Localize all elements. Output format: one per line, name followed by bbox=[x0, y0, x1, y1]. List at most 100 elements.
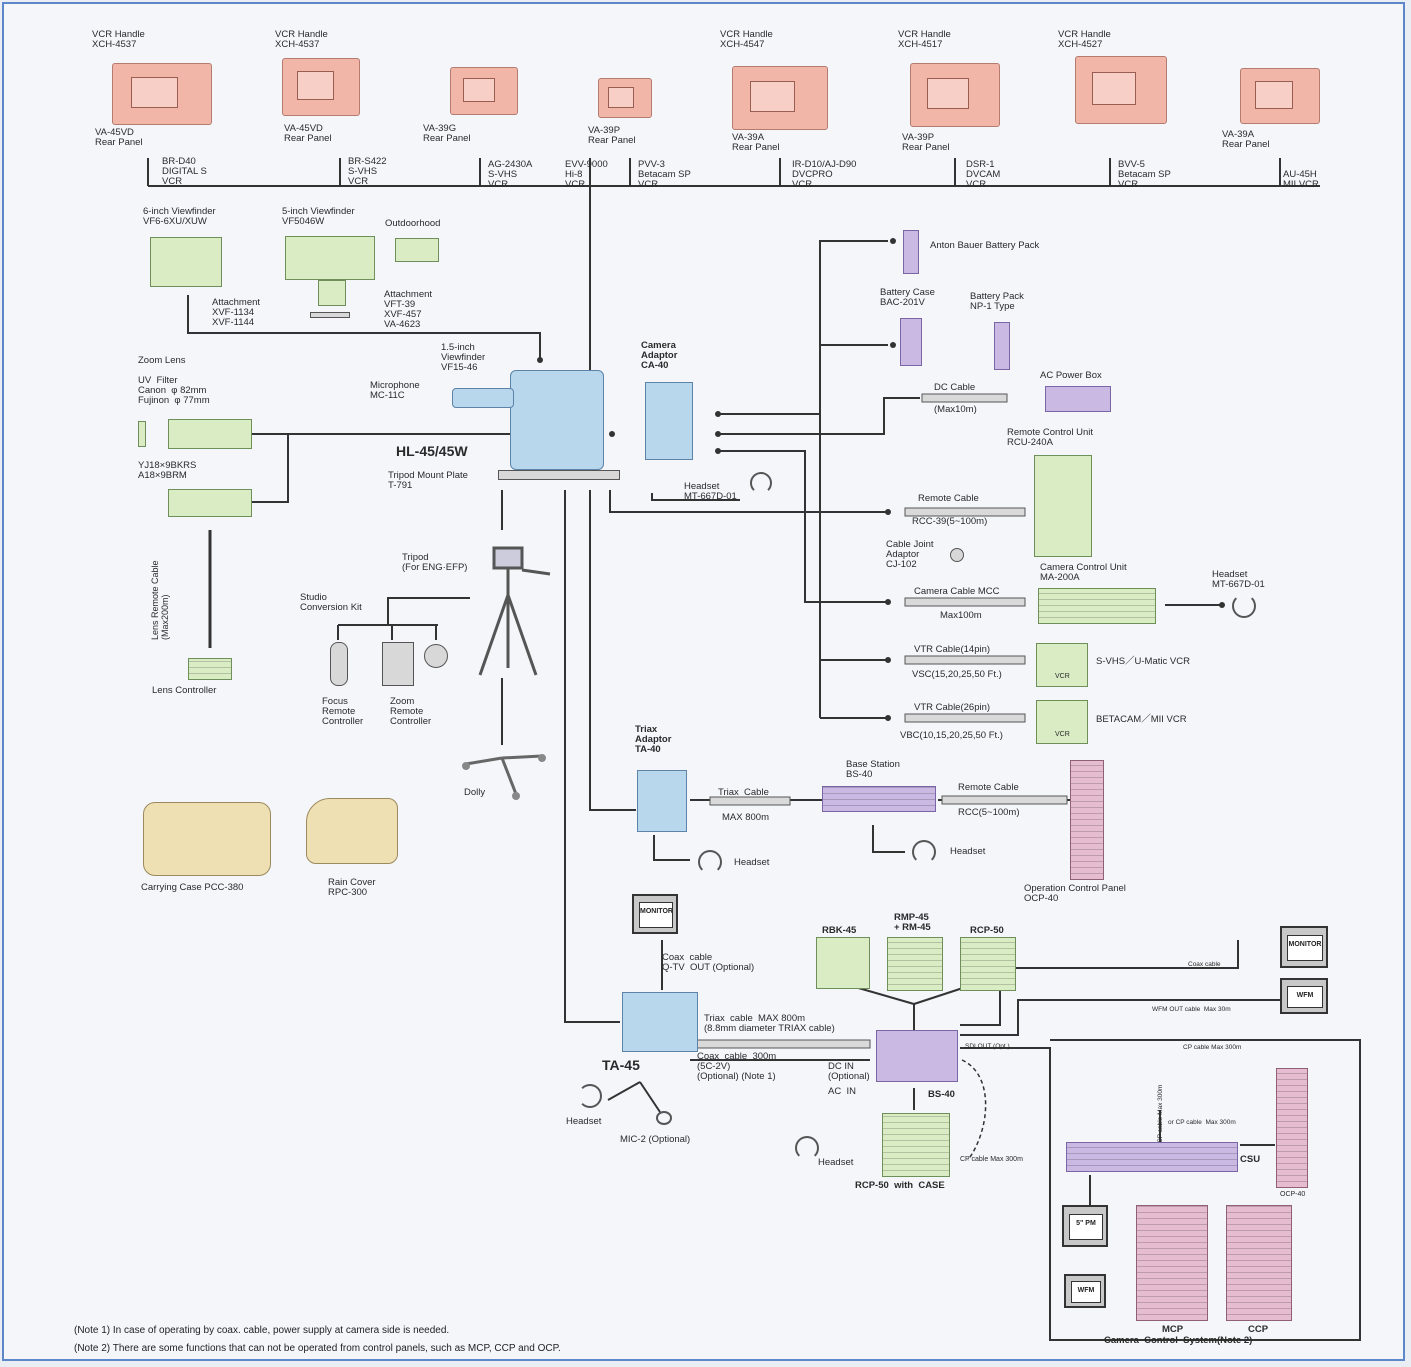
carrying-case-device bbox=[143, 802, 271, 876]
ccu-device bbox=[1038, 588, 1156, 624]
vcr-model-1: BR-D40 DIGITAL S VCR bbox=[162, 156, 207, 187]
hl45-camera-body bbox=[510, 370, 604, 470]
rmp-label: RMP-45 + RM-45 bbox=[894, 912, 931, 933]
vcr-model-5: PVV-3 Betacam SP VCR bbox=[638, 159, 691, 190]
ta40-headset-icon bbox=[698, 850, 722, 874]
focus-controller-device bbox=[330, 642, 348, 686]
ta40-headset-label: Headset bbox=[734, 857, 770, 868]
battery-pack-label: Battery Pack NP-1 Type bbox=[970, 291, 1024, 312]
rear-panel-label-2: VA-45VD Rear Panel bbox=[284, 123, 332, 144]
vcr-handle-device-1 bbox=[112, 63, 212, 125]
vcr-handle-label-2: VCR Handle XCH-4537 bbox=[275, 29, 328, 50]
ccp-device bbox=[1226, 1205, 1292, 1321]
ta45-triax-label: Triax cable MAX 800m (8.8mm diameter TRI… bbox=[704, 1013, 835, 1034]
bs40-headset-icon bbox=[795, 1136, 819, 1160]
q-tv-monitor: MONITOR bbox=[632, 894, 678, 934]
rcp50-device bbox=[960, 937, 1016, 991]
ccu-headset-icon bbox=[1232, 594, 1256, 618]
note-2: (Note 2) There are some functions that c… bbox=[74, 1343, 561, 1354]
camera-cable-label: Camera Cable MCC bbox=[914, 586, 1000, 597]
mcp-label: MCP bbox=[1162, 1324, 1184, 1335]
ccp-label: CCP bbox=[1248, 1324, 1269, 1335]
ta45-headset-label: Headset bbox=[566, 1116, 602, 1127]
ccs-label: Camera Control System(Note 2) bbox=[1104, 1335, 1253, 1346]
triax-cable-label: Triax Cable bbox=[718, 787, 769, 798]
ac-power-device bbox=[1045, 386, 1111, 412]
mic2-label: MIC-2 (Optional) bbox=[620, 1134, 691, 1145]
ta40-title: Triax Adaptor TA-40 bbox=[635, 724, 672, 755]
zoom-controller-label: Zoom Remote Controller bbox=[390, 696, 432, 727]
rcp-case-device bbox=[882, 1113, 950, 1177]
vcr-model-4: EVV-9000 Hi-8 VCR bbox=[565, 159, 608, 190]
outdoorhood-device bbox=[395, 238, 439, 262]
vtr26-label: VTR Cable(26pin) bbox=[914, 702, 991, 713]
ccu-label: Camera Control Unit MA-200A bbox=[1040, 562, 1127, 583]
vcr-model-9: AU-45H MII VCR bbox=[1283, 169, 1319, 190]
cp-max-label: CP cable Max 300m bbox=[1183, 1044, 1242, 1051]
top-right-wfm: WFM bbox=[1280, 978, 1328, 1014]
vf15-device bbox=[452, 388, 514, 408]
ca40-title: Camera Adaptor CA-40 bbox=[641, 340, 678, 371]
zoom-lens-device-1 bbox=[168, 419, 252, 449]
csu-label: CSU bbox=[1240, 1154, 1261, 1165]
ocp-label: Operation Control Panel OCP-40 bbox=[1024, 883, 1126, 904]
tripod-plate-label: Tripod Mount Plate T-791 bbox=[388, 470, 468, 491]
note-1: (Note 1) In case of operating by coax. c… bbox=[74, 1325, 450, 1336]
rear-panel-label-5: VA-39A Rear Panel bbox=[732, 132, 780, 153]
ocp40-device bbox=[1276, 1068, 1308, 1188]
zoom-controller-device bbox=[382, 642, 414, 686]
vf5-stand bbox=[318, 280, 346, 306]
vcr-model-3: AG-2430A S-VHS VCR bbox=[488, 159, 533, 190]
vbc-label: VBC(10,15,20,25,50 Ft.) bbox=[900, 730, 1003, 741]
mic2-icon bbox=[656, 1111, 672, 1125]
pm-monitor-label: 5" PM bbox=[1069, 1213, 1103, 1241]
lens-models-label: YJ18×9BKRS A18×9BRM bbox=[138, 460, 197, 481]
wfm-small-label: WFM OUT cable Max 30m bbox=[1152, 1006, 1231, 1013]
cp-cable-label: CP cable Max 300m bbox=[960, 1156, 1023, 1163]
dc-cable-label: DC Cable bbox=[934, 382, 976, 393]
top-right-monitor: MONITOR bbox=[1280, 926, 1328, 968]
zoom-knob-device bbox=[424, 644, 448, 668]
svhs-vcr-tag: VCR bbox=[1055, 673, 1070, 680]
camera-cable-max-label: Max100m bbox=[940, 610, 982, 621]
vcr-handle-label-6: VCR Handle XCH-4517 bbox=[898, 29, 951, 50]
lens-remote-cable-label: Lens Remote Cable (Max200m) bbox=[150, 560, 170, 640]
top-right-monitor-label: MONITOR bbox=[1287, 934, 1323, 962]
vcr-model-8: BVV-5 Betacam SP VCR bbox=[1118, 159, 1171, 190]
anton-battery-device bbox=[903, 230, 919, 274]
vcr-handle-label-5: VCR Handle XCH-4547 bbox=[720, 29, 773, 50]
svhs-label: S-VHS／U-Matic VCR bbox=[1096, 656, 1190, 667]
ccu-headset-label: Headset MT-667D-01 bbox=[1212, 569, 1265, 590]
attachment-left-label: Attachment XVF-1134 XVF-1144 bbox=[212, 297, 261, 328]
csu-device bbox=[1066, 1142, 1238, 1172]
lens-controller-device bbox=[188, 658, 232, 680]
rbk-label: RBK-45 bbox=[822, 925, 857, 936]
battery-case-device bbox=[900, 318, 922, 366]
ocp-device bbox=[1070, 760, 1104, 880]
cable-joint-device bbox=[950, 548, 964, 562]
ta45-dc-in-label: DC IN (Optional) bbox=[828, 1061, 870, 1082]
vf15-label: 1.5-inch Viewfinder VF15-46 bbox=[441, 342, 486, 373]
ac-power-label: AC Power Box bbox=[1040, 370, 1102, 381]
microphone-label: Microphone MC-11C bbox=[370, 380, 420, 401]
betacam-vcr-device bbox=[1036, 700, 1088, 744]
rcc-label: RCC-39(5~100m) bbox=[912, 516, 988, 527]
battery-pack-device bbox=[994, 322, 1010, 370]
pm-monitor: 5" PM bbox=[1062, 1205, 1108, 1247]
svhs-vcr-device bbox=[1036, 643, 1088, 687]
rear-panel-label-1: VA-45VD Rear Panel bbox=[95, 127, 143, 148]
focus-controller-label: Focus Remote Controller bbox=[322, 696, 364, 727]
uv-filter-device bbox=[138, 421, 146, 447]
anton-battery-label: Anton Bauer Battery Pack bbox=[930, 240, 1040, 251]
wfm-monitor-label: WFM bbox=[1070, 1281, 1102, 1303]
vcr-model-7: DSR-1 DVCAM VCR bbox=[966, 159, 1001, 190]
zoom-lens-label: Zoom Lens bbox=[138, 355, 186, 366]
attachment-plate bbox=[310, 312, 350, 318]
ta45-title: TA-45 bbox=[602, 1057, 640, 1073]
mcp-device bbox=[1136, 1205, 1208, 1321]
q-tv-monitor-label: MONITOR bbox=[639, 902, 673, 928]
ta45-ac-in-label: AC IN bbox=[828, 1086, 856, 1097]
ca40-device bbox=[645, 382, 693, 460]
